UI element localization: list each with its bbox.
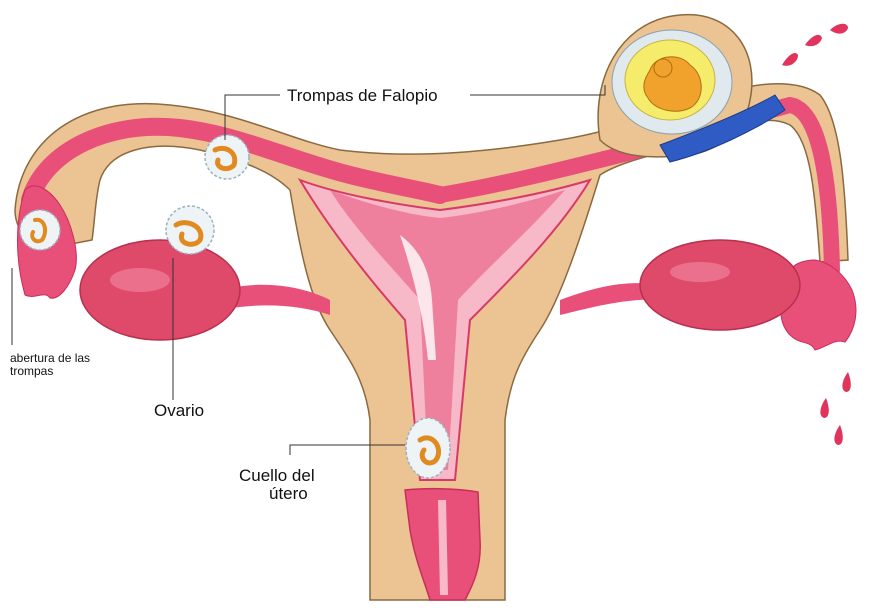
label-cervix: Cuello del útero xyxy=(239,467,315,503)
ovary-left xyxy=(80,240,240,340)
egg-fimbria xyxy=(20,210,60,250)
label-ovary: Ovario xyxy=(154,402,204,420)
egg-cervix xyxy=(406,418,450,478)
label-tube-opening-line2: trompas xyxy=(10,365,90,378)
egg-tube xyxy=(205,135,249,179)
label-fallopian-tubes: Trompas de Falopio xyxy=(287,87,438,105)
label-tube-opening: abertura de las trompas xyxy=(10,352,90,377)
label-tube-opening-line1: abertura de las xyxy=(10,352,90,365)
label-cervix-line1: Cuello del xyxy=(239,467,315,485)
egg-ovary xyxy=(166,206,214,254)
label-cervix-line2: útero xyxy=(239,485,315,503)
ovary-right xyxy=(640,240,800,330)
